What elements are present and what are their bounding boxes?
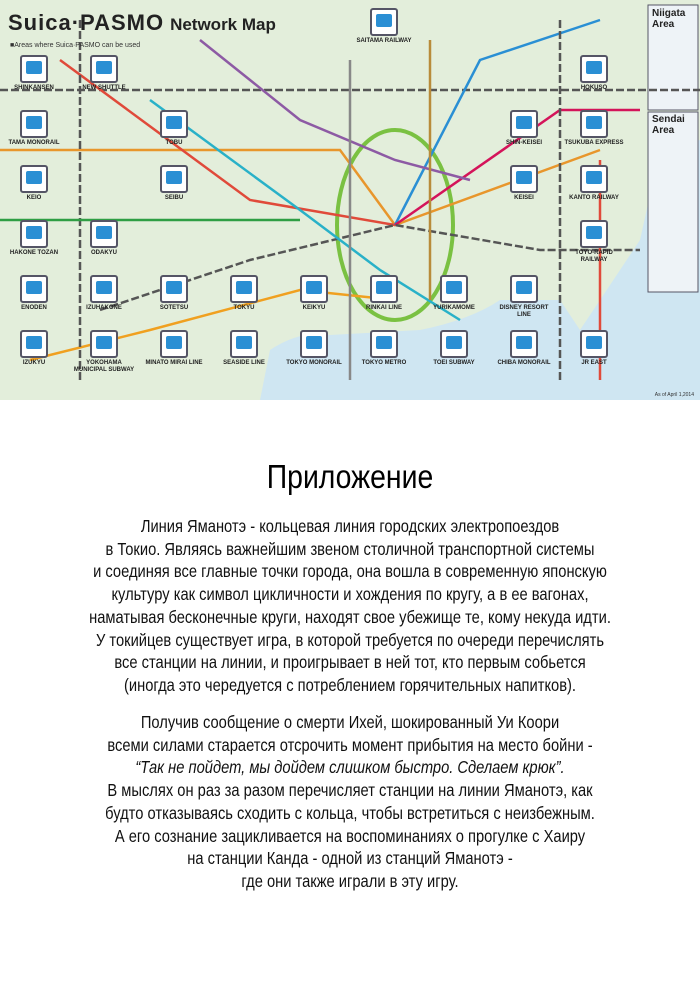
text-line: на станции Канда - одной из станций Яман…	[187, 848, 513, 869]
train-icon	[20, 220, 48, 248]
text-line: и соединяя все главные точки города, она…	[93, 561, 607, 582]
sendai-area-label: Sendai Area	[652, 114, 685, 136]
train-labels-layer: SAITAMA RAILWAY TSUKUBA EXPRESS SHIN-KEISE…	[0, 0, 700, 400]
train-icon	[90, 275, 118, 303]
train-icon-label: SOTETSU	[159, 305, 189, 311]
text-line: Получив сообщение о смерти Ихей, шокиров…	[140, 712, 560, 732]
train-icon	[580, 220, 608, 248]
train-icon	[230, 275, 258, 303]
train-icon-label: HAKONE TOZAN	[9, 250, 59, 256]
train-icon-label: TOKYU	[233, 305, 255, 311]
train-icon	[300, 330, 328, 358]
train-icon	[20, 165, 48, 193]
text-line: Линия Яманотэ - кольцевая линия городски…	[140, 516, 560, 536]
train-icon-label: TOEI SUBWAY	[433, 360, 475, 366]
train-icon	[510, 165, 538, 193]
paragraph-2: Получив сообщение о смерти Ихей, шокиров…	[0, 711, 700, 893]
paragraph-1: Линия Яманотэ - кольцевая линия городски…	[0, 515, 700, 697]
train-icon	[160, 165, 188, 193]
train-icon-label: JR EAST	[581, 360, 607, 366]
train-icon-label: IZUHAKONE	[86, 305, 122, 311]
train-icon-label: SHIN-KEISEI	[505, 140, 542, 146]
text-line: наматывая бесконечные круги, находят сво…	[89, 606, 611, 627]
train-icon	[370, 8, 398, 36]
train-icon	[510, 110, 538, 138]
niigata-area-label: Niigata Area	[652, 8, 686, 30]
train-icon	[510, 275, 538, 303]
train-icon	[90, 55, 118, 83]
train-icon-label: HOKUSO	[580, 85, 608, 91]
text-line: будто отказываясь сходить с кольца, чтоб…	[105, 802, 595, 823]
train-icon-label: NEW SHUTTLE	[82, 85, 126, 91]
train-icon	[160, 330, 188, 358]
train-icon	[580, 330, 608, 358]
train-icon	[20, 330, 48, 358]
train-icon-label: DISNEY RESORT LINE	[499, 305, 549, 318]
train-icon	[440, 275, 468, 303]
text-line: (иногда это чередуется с потреблением го…	[123, 674, 576, 695]
map-title-brand: Suica·PASMO	[8, 10, 165, 35]
sendai-inset	[647, 111, 699, 293]
train-icon-label: MINATO MIRAI LINE	[145, 360, 203, 366]
yamanote-line	[335, 128, 455, 322]
map-title: Suica·PASMO Network Map	[8, 10, 276, 36]
as-of-date: As of April 1,2014	[654, 392, 694, 398]
train-icon-label: TOBU	[165, 140, 183, 146]
text-line: А его сознание зацикливается на воспомин…	[114, 825, 586, 846]
text-line: культуру как символ цикличности и хожден…	[111, 584, 589, 605]
train-icon-label: TOKYO METRO	[361, 360, 407, 366]
train-icon-label: IZUKYU	[22, 360, 46, 366]
train-icon-label: TOKYO MONORAIL	[286, 360, 342, 366]
train-icon-label: ODAKYU	[90, 250, 117, 256]
train-icon	[20, 55, 48, 83]
train-icon	[90, 330, 118, 358]
niigata-inset	[647, 4, 699, 111]
train-icon-label: YOKOHAMA MUNICIPAL SUBWAY	[73, 360, 135, 373]
train-icon-label: KANTO RAILWAY	[569, 195, 619, 201]
train-icon	[370, 275, 398, 303]
text-line: В мыслях он раз за разом перечисляет ста…	[107, 780, 593, 801]
train-icon-label: CHIBA MONORAIL	[497, 360, 551, 366]
quote-line: “Так не пойдет, мы дойдем слишком быстро…	[135, 757, 565, 778]
train-icon	[580, 110, 608, 138]
train-icon	[510, 330, 538, 358]
train-icon-label: SHINKANSEN	[14, 85, 54, 91]
train-icon	[20, 110, 48, 138]
train-icon-label: ENODEN	[21, 305, 47, 311]
train-icon	[160, 275, 188, 303]
train-icon-label: RINKAI LINE	[366, 305, 402, 311]
text-line: всеми силами старается отсрочить момент …	[107, 734, 593, 755]
train-icons-layer	[0, 0, 700, 400]
map-subtitle: ■Areas where Suica·PASMO can be used	[10, 42, 141, 49]
train-icon-label: KEIKYU	[302, 305, 326, 311]
train-icon	[370, 330, 398, 358]
page-title: Приложение	[266, 458, 434, 495]
text-line: где они также играли в эту игру.	[241, 870, 459, 891]
train-icon-label: KEIO	[26, 195, 42, 201]
train-icon-label: SAITAMA RAILWAY	[356, 38, 412, 44]
train-icon-label: KEISEI	[514, 195, 534, 201]
train-icon	[580, 55, 608, 83]
train-icon-label: SEASIDE LINE	[223, 360, 265, 366]
text-line: в Токио. Являясь важнейшим звеном столич…	[105, 538, 595, 559]
text-line: У токийцев существует игра, в которой тр…	[95, 629, 605, 650]
train-icon	[20, 275, 48, 303]
text-line: все станции на линии, и проигрывает в не…	[114, 652, 586, 673]
network-map-image: Suica·PASMO Network Map ■Areas where Suic…	[0, 0, 700, 400]
train-icon	[160, 110, 188, 138]
train-icon	[230, 330, 258, 358]
train-icon-label: TSUKUBA EXPRESS	[564, 140, 624, 146]
train-icon-label: TAMA MONORAIL	[8, 140, 60, 146]
train-icon	[300, 275, 328, 303]
train-icon-label: SEIBU	[164, 195, 184, 201]
train-icon	[90, 220, 118, 248]
train-icon	[440, 330, 468, 358]
train-icon-label: YURIKAMOME	[433, 305, 475, 311]
map-title-rest: Network Map	[170, 15, 276, 34]
train-icon	[580, 165, 608, 193]
train-icon-label: TOYO-RAPID RAILWAY	[575, 250, 613, 263]
